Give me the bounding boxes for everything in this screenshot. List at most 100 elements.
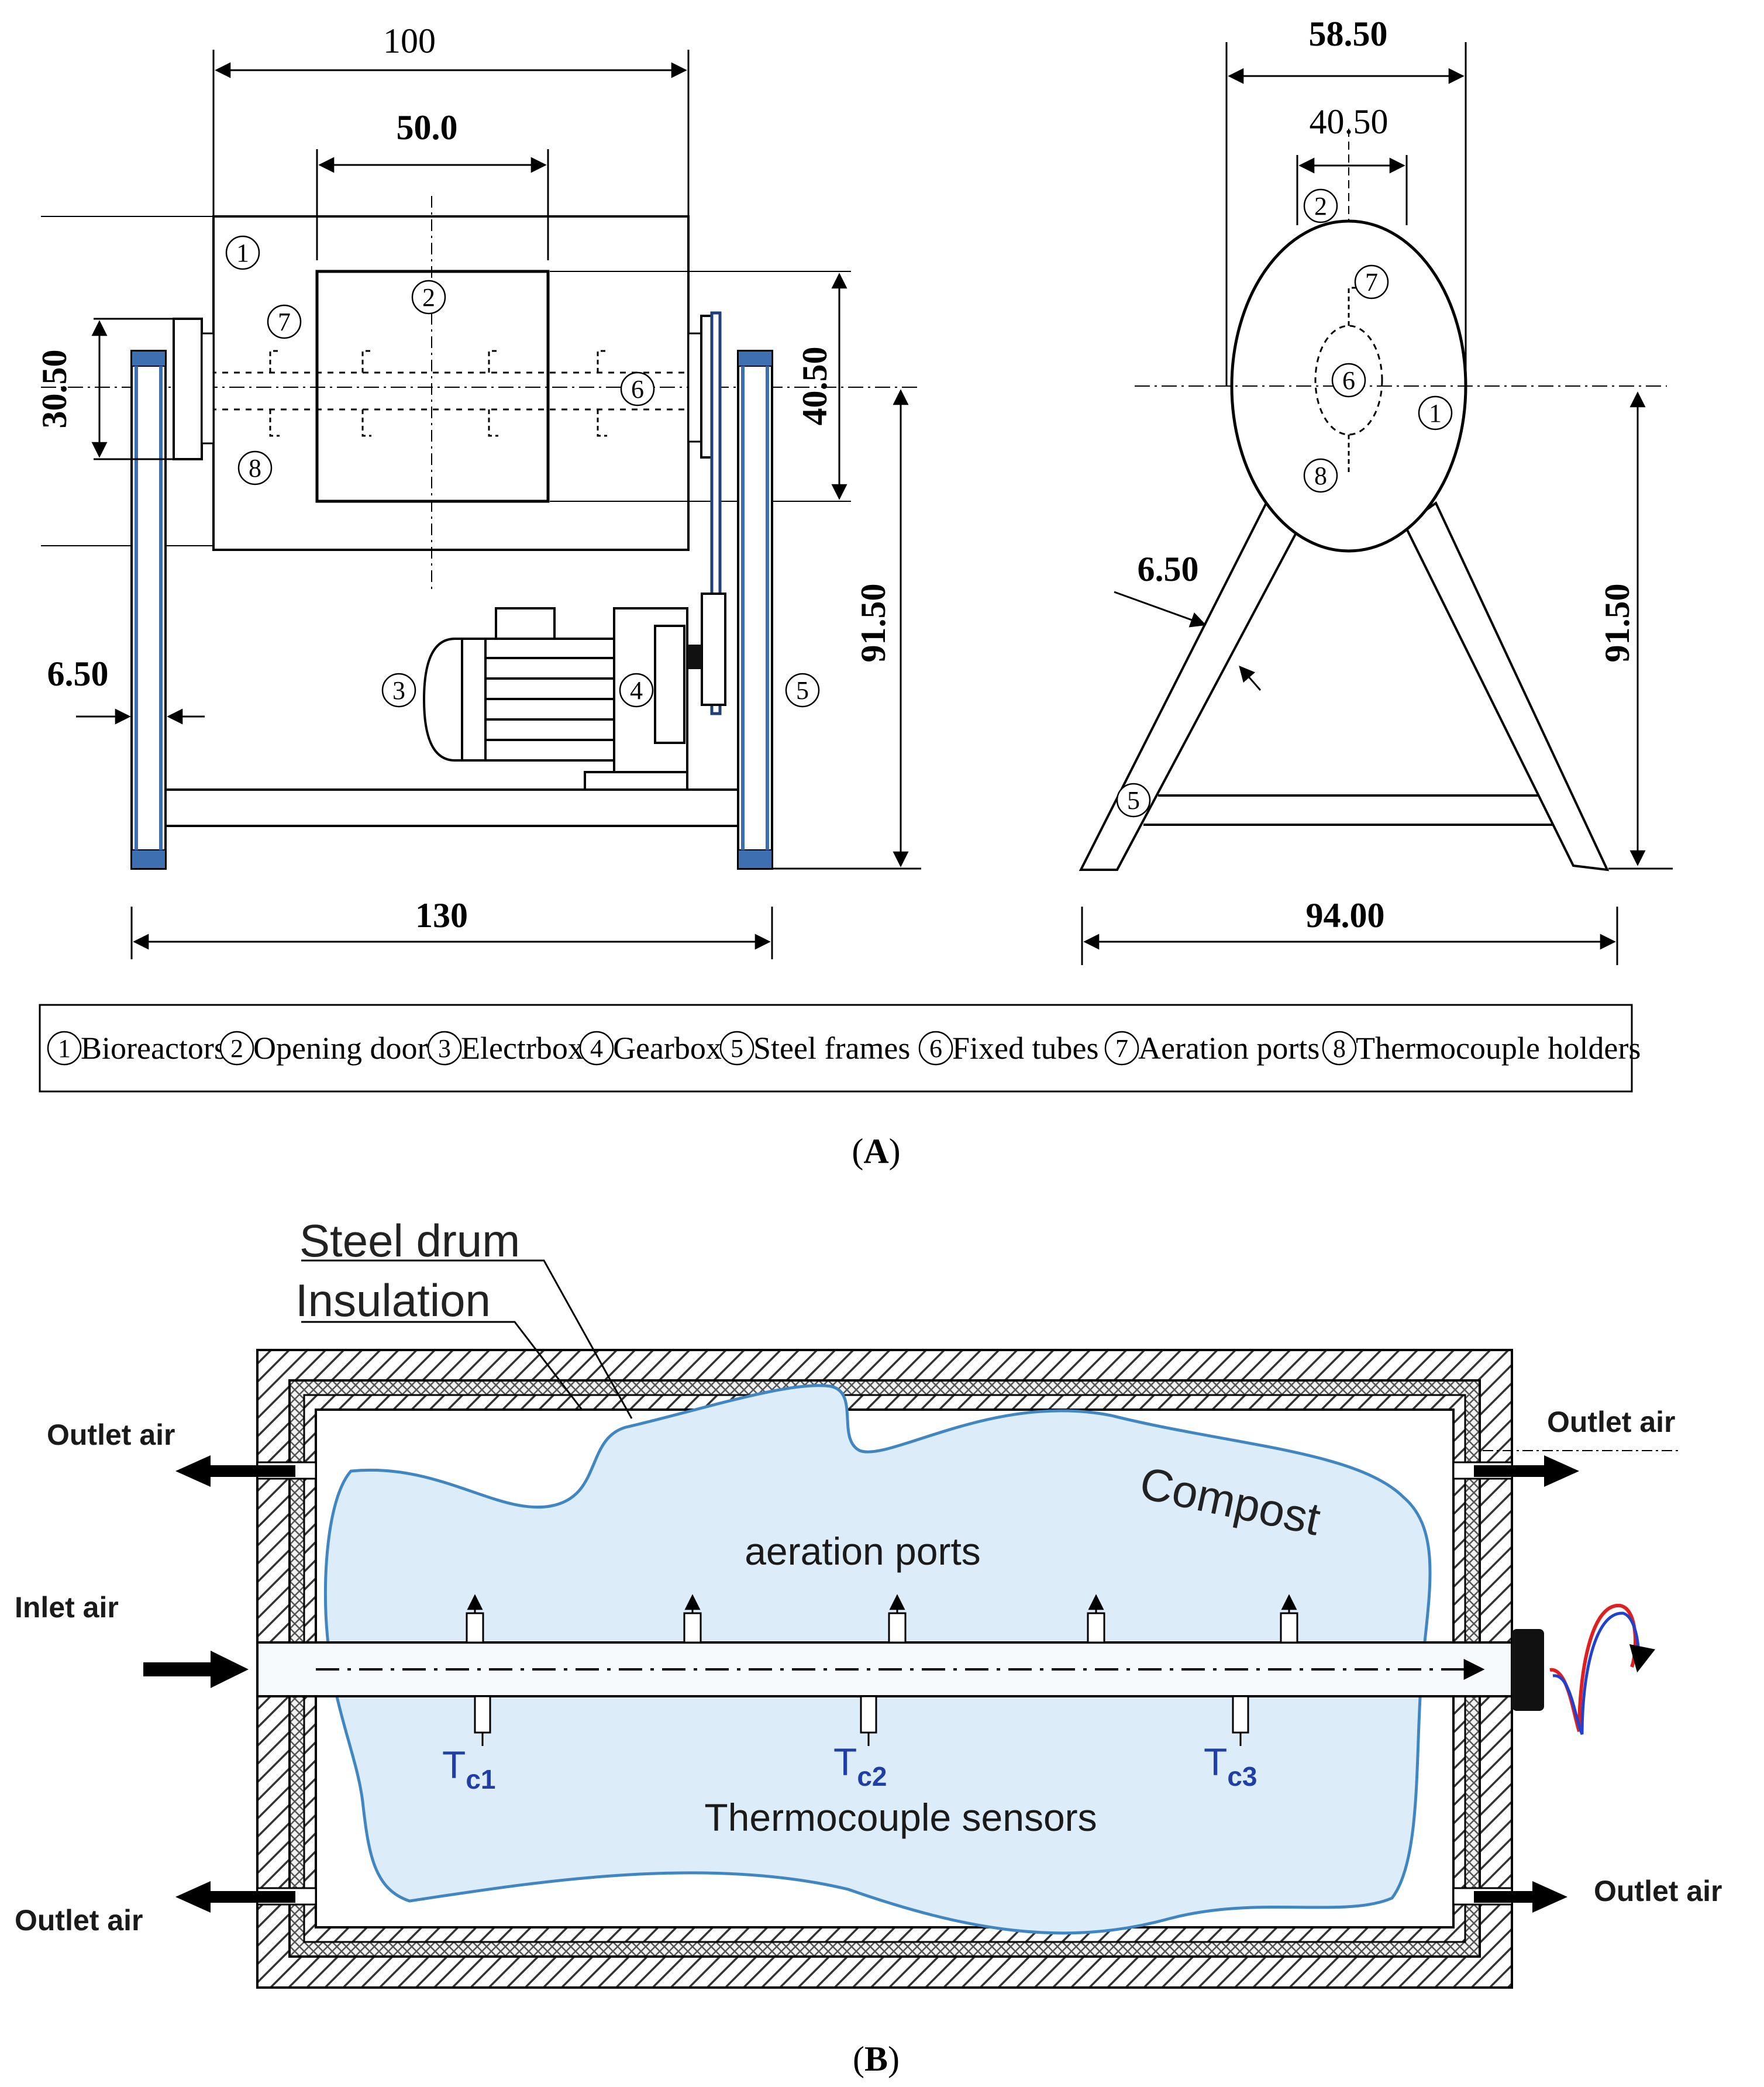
- callout-8: [237, 450, 273, 485]
- svg-text:Fixed tubes: Fixed tubes: [952, 1031, 1099, 1066]
- legend-item-5: 5 Steel frames: [719, 1031, 910, 1066]
- svg-text:Thermocouple holders: Thermocouple holders: [1356, 1031, 1641, 1066]
- legend: 1 Bioreactors 2 Opening doors 3 Electrbo…: [39, 1004, 1641, 1093]
- callout-6: [620, 371, 655, 407]
- svg-text:2: 2: [422, 283, 435, 312]
- panel-b-label: (B): [853, 2040, 900, 2078]
- svg-text:8: 8: [1333, 1034, 1346, 1063]
- thermocouple-holders: [474, 1695, 1249, 1746]
- legend-item-7: 7 Aeration ports: [1104, 1031, 1319, 1066]
- leader-lines: [301, 1259, 633, 1419]
- sensor-tc3: Tc3: [1204, 1740, 1257, 1792]
- base-beam: [164, 788, 739, 827]
- side-callouts: [1116, 188, 1453, 818]
- legend-item-8: 8 Thermocouple holders: [1322, 1031, 1641, 1066]
- svg-text:4: 4: [590, 1034, 603, 1063]
- svg-text:5: 5: [1127, 786, 1140, 815]
- inlet-arrow: [143, 1651, 249, 1688]
- panel-a-label: (A): [852, 1132, 900, 1170]
- outlet-arrow-bottom-right: [1474, 1881, 1567, 1913]
- outlet-arrow-top-right: [1474, 1455, 1579, 1487]
- side-callout-numbers: 2 7 6 1 8 5: [1127, 192, 1442, 815]
- side-view-dimensions: [1081, 42, 1673, 965]
- side-callout-8: [1303, 458, 1338, 493]
- svg-text:Gearbox: Gearbox: [613, 1031, 722, 1066]
- outlet-air-bottom-right: Outlet air: [1594, 1875, 1722, 1907]
- dim-front-bottom-overall: 130: [415, 896, 468, 935]
- callout-4: [619, 673, 654, 708]
- dim-front-left-height: 30.50: [35, 350, 74, 429]
- side-callout-1: [1418, 395, 1453, 431]
- svg-text:6: 6: [929, 1034, 942, 1063]
- svg-text:8: 8: [1314, 462, 1327, 490]
- inlet-air-label: Inlet air: [15, 1591, 119, 1624]
- svg-text:Bioreactors: Bioreactors: [81, 1031, 226, 1066]
- dim-side-leg-thickness: 6.50: [1138, 550, 1199, 588]
- svg-text:Steel frames: Steel frames: [753, 1031, 910, 1066]
- drive-motor-block: [1512, 1629, 1544, 1711]
- outlet-air-top-right: Outlet air: [1547, 1406, 1675, 1438]
- aeration-nozzles: [466, 1594, 1298, 1644]
- thermocouple-sensors-label: Thermocouple sensors: [704, 1796, 1097, 1839]
- dim-side-height: 91.50: [1598, 584, 1636, 663]
- outlet-arrow-bottom-left: [175, 1881, 295, 1913]
- svg-text:1: 1: [58, 1034, 71, 1063]
- front-view: [41, 196, 921, 870]
- dim-front-frame-height: 91.50: [854, 584, 893, 663]
- panel-b: [143, 1259, 1679, 1989]
- dim-front-top-overall: 100: [383, 22, 436, 60]
- svg-text:3: 3: [392, 676, 405, 705]
- svg-text:2: 2: [230, 1034, 243, 1063]
- sensor-tc1: Tc1: [442, 1743, 496, 1795]
- dim-front-door-height: 40.50: [795, 347, 834, 426]
- electric-motor: [422, 607, 615, 762]
- aeration-ports-label: aeration ports: [745, 1530, 981, 1573]
- callout-2: [411, 280, 446, 315]
- svg-text:8: 8: [249, 454, 261, 483]
- side-frame-right-leg: [1403, 501, 1610, 872]
- svg-text:Electrbox: Electrbox: [461, 1031, 584, 1066]
- left-bearing: [173, 318, 203, 460]
- rotation-indicator-blue: [1552, 1611, 1655, 1735]
- side-callout-5: [1116, 783, 1151, 818]
- svg-text:2: 2: [1314, 192, 1327, 221]
- svg-text:6: 6: [1342, 366, 1355, 395]
- sensor-tc2: Tc2: [833, 1740, 887, 1792]
- rotation-indicator-red: [1549, 1603, 1637, 1732]
- dim-front-frame-thickness: 6.50: [47, 655, 109, 693]
- front-callout-numbers: 1 2 7 8 6 3 4 5: [236, 239, 809, 705]
- legend-item-4: 4 Gearbox: [579, 1031, 722, 1066]
- dim-side-base: 94.00: [1306, 896, 1385, 935]
- callout-5: [785, 673, 820, 708]
- callout-7: [267, 304, 302, 339]
- svg-text:5: 5: [796, 676, 809, 705]
- outlet-arrow-top-left: [175, 1455, 295, 1487]
- front-callouts: [225, 235, 820, 708]
- side-fixed-tube: [1314, 325, 1383, 436]
- airflow-arrows: [143, 1455, 1579, 1913]
- steel-drum-label: Steel drum: [299, 1215, 520, 1266]
- svg-text:7: 7: [278, 308, 291, 336]
- front-view-dimensions: [76, 50, 921, 959]
- callout-3: [381, 673, 416, 708]
- dim-side-top-overall: 58.50: [1309, 15, 1388, 53]
- legend-item-2: 2 Opening doors: [219, 1031, 440, 1066]
- svg-text:3: 3: [438, 1034, 451, 1063]
- legend-item-6: 6 Fixed tubes: [918, 1031, 1099, 1066]
- legend-item-3: 3 Electrbox: [427, 1031, 584, 1066]
- svg-text:Aeration ports: Aeration ports: [1138, 1031, 1319, 1066]
- side-callout-7: [1354, 264, 1389, 299]
- svg-text:4: 4: [630, 676, 643, 705]
- side-view: [1079, 129, 1667, 872]
- svg-text:1: 1: [236, 239, 249, 267]
- legend-box: [39, 1004, 1633, 1093]
- svg-text:7: 7: [1115, 1034, 1128, 1063]
- outlet-air-bottom-left: Outlet air: [15, 1904, 143, 1937]
- dim-side-door: 40.50: [1310, 102, 1389, 141]
- side-callout-6: [1331, 363, 1366, 398]
- legend-item-1: 1 Bioreactors: [47, 1031, 226, 1066]
- svg-text:6: 6: [631, 375, 644, 404]
- side-callout-2: [1303, 188, 1338, 223]
- svg-text:5: 5: [731, 1034, 743, 1063]
